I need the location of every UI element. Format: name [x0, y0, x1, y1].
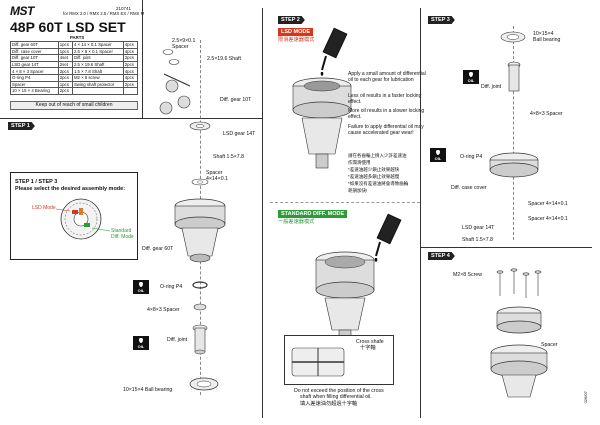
step2-warn-cn: 填入差速油勿超過十字軸	[300, 401, 358, 407]
spacer-drawing-1	[191, 178, 209, 186]
std-mode-label-2[interactable]: Diff. Mode	[111, 234, 134, 240]
lsd-mode-label[interactable]: LSD Mode	[32, 205, 56, 211]
step3-spacer483: 4×8×3 Spacer	[530, 111, 563, 117]
step3-shaft: Shaft 1.5×7.8	[462, 237, 494, 243]
label-spacer-top: 2.5×9×0.1	[172, 38, 196, 44]
step1-tag: STEP 1	[8, 122, 35, 130]
step4-tag: STEP 4	[428, 252, 455, 260]
step2-cn2: 作潤滑使用	[348, 160, 371, 165]
std-diff-badge: STANDARD DIFF. MODE	[278, 210, 348, 218]
page-title: 48P 60T LSD SET	[10, 19, 126, 35]
oil-bottle-1	[320, 27, 348, 76]
std-mode-label-1[interactable]: Standard	[111, 228, 132, 234]
oring-drawing	[192, 281, 208, 289]
parts-table-header: PARTS	[70, 35, 85, 40]
step3-oring: O-ring P4	[460, 154, 483, 160]
step4-screw: M2×8 Screw	[453, 272, 482, 278]
mode-box-title-2: Please select the desired assembly mode:	[15, 186, 126, 192]
step3-joint-drawing	[507, 61, 521, 92]
label-shaft: 2.5×19.6 Shaft	[207, 56, 241, 62]
step3-spacer-b: Spacer 4×14×0.1	[528, 216, 568, 222]
label-bearing: 10×15×4 Ball bearing	[123, 387, 173, 393]
label-gear10: Diff. gear 10T	[220, 97, 252, 103]
diff-joint-drawing	[192, 324, 208, 355]
cross-shaft-cn: 十字軸	[360, 345, 376, 351]
std-diff-drawing	[315, 251, 375, 343]
spacer483-drawing	[193, 303, 207, 311]
step3-joint: Diff. joint	[481, 84, 502, 90]
step2-warn2: shaft when filling differential oil.	[300, 394, 372, 400]
mode-gear-illustration	[60, 198, 102, 240]
std-diff-cn: 一般差速器模式	[278, 219, 315, 225]
brand-logo: MST	[10, 4, 34, 18]
compat-text: for RMX 2.0 / RMX 2.5 / RMX EX / RMX M	[63, 11, 145, 16]
step3-bearing-2: Ball bearing	[533, 37, 561, 43]
step3-bearing: 10×15×4	[533, 31, 554, 37]
label-gear60: Diff. gear 60T	[142, 246, 174, 252]
step4-screws-drawing	[496, 268, 542, 298]
label-shaft15: Shaft 1.5×7.8	[213, 154, 245, 160]
parts-cell: 2pcs	[57, 87, 73, 95]
step2-cn1: 請在各齒輪上擠入少許差速油	[348, 153, 407, 158]
step3-lsd14: LSD gear 14T	[462, 225, 495, 231]
lsd-gear-drawing	[189, 121, 211, 131]
label-spacer4-2: 4×14×0.1	[206, 176, 228, 182]
ball-bearing-drawing	[189, 377, 219, 391]
step3-bearing-drawing	[500, 31, 526, 43]
cross-shaft-drawing	[291, 347, 345, 377]
footer-code: 026/07	[582, 391, 588, 404]
step2-cn5: *如果沒有差速油將會導致齒輪	[348, 181, 409, 186]
oil-icon-3: OIL	[463, 70, 479, 84]
oil-icon-4: OIL	[430, 148, 446, 162]
step2-note2: Less oil results in a faster locking eff…	[348, 93, 422, 106]
step2-cn3: *差速油越少鎖止效果越快	[348, 167, 400, 172]
step2-cn6: 耗損加快!	[348, 188, 368, 193]
lsd-diff-drawing	[292, 77, 352, 169]
parts-cell	[122, 87, 139, 95]
step2-note4: Failure to apply differential oil may ca…	[348, 124, 424, 137]
warning-banner: Keep out of reach of small children	[10, 101, 138, 110]
part-number: 210741	[116, 6, 132, 11]
header-divider	[0, 118, 262, 119]
spacer-top-drawing	[159, 49, 191, 115]
lsd-mode-badge: LSD MODE	[278, 28, 314, 36]
lsd-mode-cn: 限滑差速器模式	[278, 37, 315, 43]
mode-box-title-1: STEP 1 / STEP 3	[15, 179, 58, 185]
label-spacer4-1: Spacer	[206, 170, 223, 176]
step2-mid-divider	[270, 202, 420, 203]
header-vdivider	[142, 0, 143, 118]
cross-shaft-label: Cross shafe	[356, 339, 384, 345]
step3-bottom-divider	[420, 247, 592, 248]
step2-right-divider	[420, 8, 421, 418]
step3-case-cover: Diff. case cover	[451, 185, 487, 191]
step4-spacer: Spacer	[541, 342, 558, 348]
step3-case-drawing	[489, 152, 539, 178]
step2-note1: Apply a small amount of differential oil…	[348, 71, 426, 84]
step4-diff-drawing	[490, 306, 548, 398]
step3-axis	[513, 26, 514, 240]
diff-gear60-drawing	[174, 198, 226, 263]
warning-text: Keep out of reach of small children	[35, 101, 113, 108]
step2-tag: STEP 2	[278, 16, 305, 24]
step2-cn4: *差速油越多鎖止效果越慢	[348, 174, 400, 179]
step3-tag: STEP 3	[428, 16, 455, 24]
step2-warn1: Do not exceed the position of the cross	[294, 388, 384, 394]
label-joint: Diff. joint	[167, 337, 188, 343]
label-spacer-top-2: Spacer	[172, 44, 189, 50]
step2-note3: More oil results in a slower locking eff…	[348, 108, 425, 121]
oil-icon-2: OIL	[133, 336, 149, 350]
label-spacer483: 4×8×3 Spacer	[147, 307, 180, 313]
step1-right-divider	[262, 8, 263, 418]
step3-spacer-a: Spacer 4×14×0.1	[528, 201, 568, 207]
label-oring: O-ring P4	[160, 284, 183, 290]
label-lsd14: LSD gear 14T	[223, 131, 256, 137]
oil-bottle-2	[374, 213, 402, 262]
oil-icon-1: OIL	[133, 280, 149, 294]
